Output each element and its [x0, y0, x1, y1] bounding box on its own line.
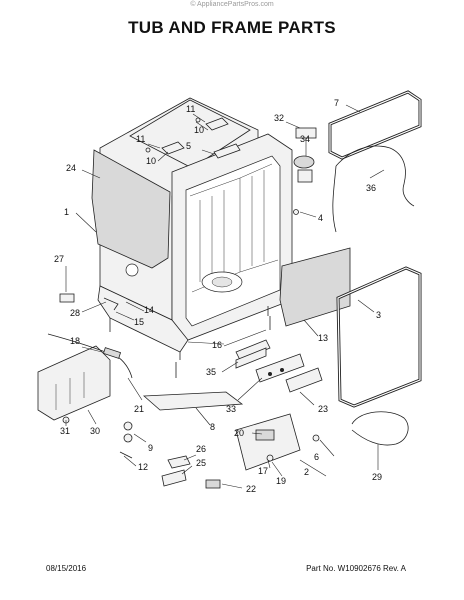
water-tube: [351, 411, 409, 446]
callout-30: 30: [90, 426, 100, 436]
callout-11a: 11: [186, 104, 195, 114]
callout-5: 5: [186, 141, 191, 151]
callout-19: 19: [276, 476, 286, 486]
callout-8: 8: [210, 422, 215, 432]
callout-21: 21: [134, 404, 144, 414]
callout-32: 32: [274, 113, 284, 123]
callout-6: 6: [314, 452, 319, 462]
base-panel: [142, 391, 244, 411]
callout-31: 31: [60, 426, 70, 436]
small-fasteners: [119, 421, 133, 459]
callout-15: 15: [134, 317, 144, 327]
screws: [175, 316, 271, 378]
wire-harness-lead: [332, 165, 337, 233]
tub-assembly: [91, 97, 293, 360]
leveling-leg: [59, 293, 75, 303]
hinge-parts: [161, 455, 191, 487]
toe-panel-module: [37, 345, 111, 424]
callout-25: 25: [196, 458, 206, 468]
control-modules: [235, 339, 323, 393]
callout-10b: 10: [146, 156, 156, 166]
callout-9: 9: [148, 443, 153, 453]
callout-27: 27: [54, 254, 64, 264]
door-latch-bracket: [235, 413, 320, 471]
watermark: © AppliancePartsPros.com: [190, 1, 274, 8]
callout-29: 29: [372, 472, 382, 482]
callout-28: 28: [70, 308, 80, 318]
tub-gasket: [328, 90, 422, 160]
callout-11b: 11: [136, 134, 145, 144]
callout-26: 26: [196, 444, 206, 454]
callout-4: 4: [318, 213, 323, 223]
callout-16: 16: [212, 340, 222, 350]
callout-34: 34: [300, 134, 310, 144]
callout-7: 7: [334, 98, 339, 108]
callout-2: 2: [304, 467, 309, 477]
leader-lines: [65, 104, 385, 489]
page-title: TUB AND FRAME PARTS: [128, 18, 336, 37]
wire-harness: [335, 145, 415, 207]
callout-3: 3: [376, 310, 381, 320]
top-mounting-brackets: [145, 117, 241, 159]
callout-10a: 10: [194, 125, 204, 135]
callout-12: 12: [138, 462, 148, 472]
callout-33: 33: [226, 404, 236, 414]
callout-17: 17: [258, 466, 268, 476]
revision-date: 08/15/2016: [46, 564, 87, 573]
callout-35: 35: [206, 367, 216, 377]
callout-14: 14: [144, 305, 154, 315]
clip: [205, 479, 221, 489]
callout-22: 22: [246, 484, 256, 494]
callout-20: 20: [234, 428, 244, 438]
callout-18: 18: [70, 336, 80, 346]
insulation-blanket: [279, 247, 351, 327]
callout-36: 36: [366, 183, 376, 193]
callout-1: 1: [64, 207, 69, 217]
door-gasket: [336, 266, 422, 408]
vent-assembly: [293, 127, 317, 215]
callout-labels: 1 2 3 4 5 6 7 8 9 10 10 11 11 12 13 14 1…: [54, 98, 382, 494]
callout-13: 13: [318, 333, 328, 343]
callout-24: 24: [66, 163, 76, 173]
part-number: Part No. W10902676 Rev. A: [306, 564, 406, 573]
callout-23: 23: [318, 404, 328, 414]
